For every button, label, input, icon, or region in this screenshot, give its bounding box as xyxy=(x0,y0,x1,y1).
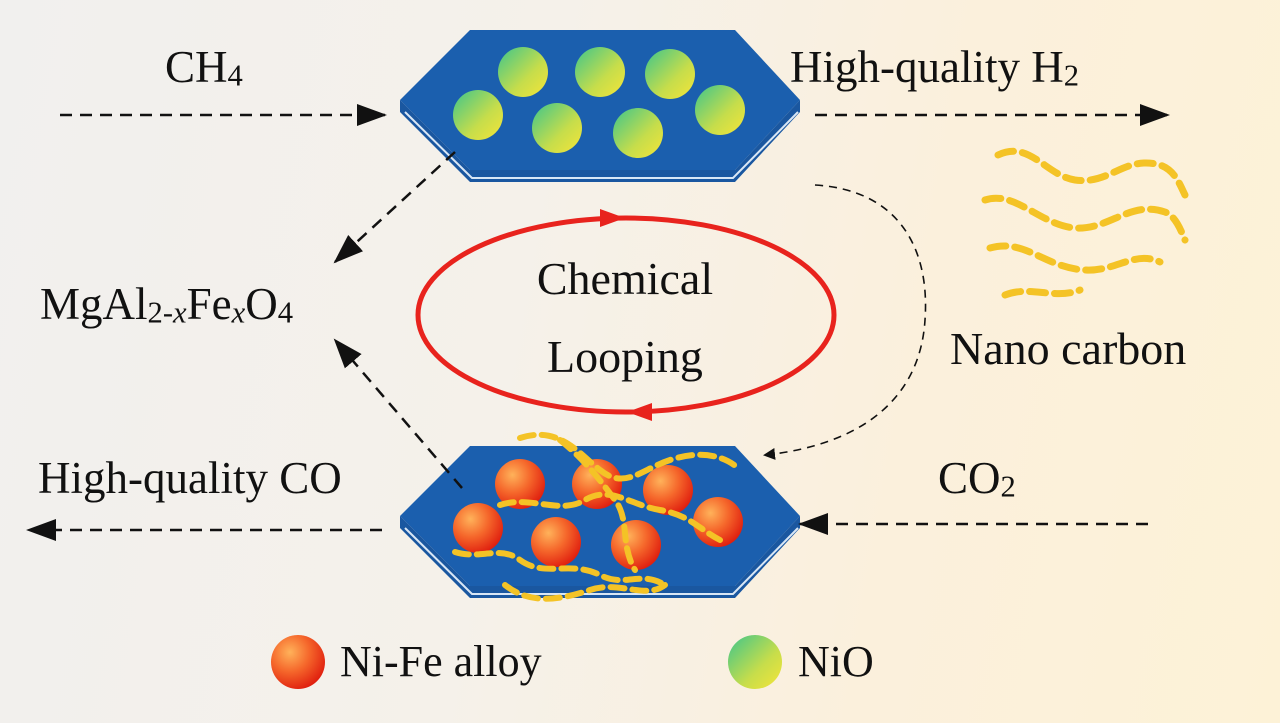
legend-nio-label: NiO xyxy=(798,637,874,686)
co-label: High-quality CO xyxy=(38,453,342,503)
ch4-label: CH4 xyxy=(165,42,243,93)
nio-particle xyxy=(645,49,695,99)
alloy-particle xyxy=(495,459,545,509)
nio-particle xyxy=(695,85,745,135)
alloy-particle xyxy=(643,465,693,515)
legend-nio-swatch xyxy=(728,635,782,689)
co2-label: CO2 xyxy=(938,453,1016,504)
nio-particle xyxy=(498,47,548,97)
alloy-particle xyxy=(531,517,581,567)
nio-particle xyxy=(613,108,663,158)
alloy-particle xyxy=(693,497,743,547)
chemical-looping-loop xyxy=(415,209,837,421)
nano-carbon-label: Nano carbon xyxy=(950,323,1187,374)
legend-alloy-swatch xyxy=(271,635,325,689)
legend-markers xyxy=(271,635,782,689)
alloy-particle xyxy=(611,520,661,570)
alloy-particle xyxy=(453,503,503,553)
flow-arrows xyxy=(26,104,1170,541)
legend-alloy-label: Ni-Fe alloy xyxy=(340,637,542,686)
nano-carbon-icon xyxy=(981,147,1189,299)
nio-particle xyxy=(453,90,503,140)
carbon-filaments-on-plate xyxy=(452,431,743,602)
nio-particle xyxy=(575,47,625,97)
to-spinel-arrow-bottom xyxy=(333,338,463,489)
loop-title-line1: Chemical xyxy=(536,253,714,304)
carbon-transfer-arrow xyxy=(763,184,927,460)
loop-title-line2: Looping xyxy=(547,331,703,382)
spinel-formula-label: MgAl2-xFexO4 xyxy=(40,279,293,330)
h2-label: High-quality H2 xyxy=(790,42,1080,93)
to-spinel-arrow-top xyxy=(333,151,456,264)
nio-particles xyxy=(453,47,745,158)
nio-particle xyxy=(532,103,582,153)
